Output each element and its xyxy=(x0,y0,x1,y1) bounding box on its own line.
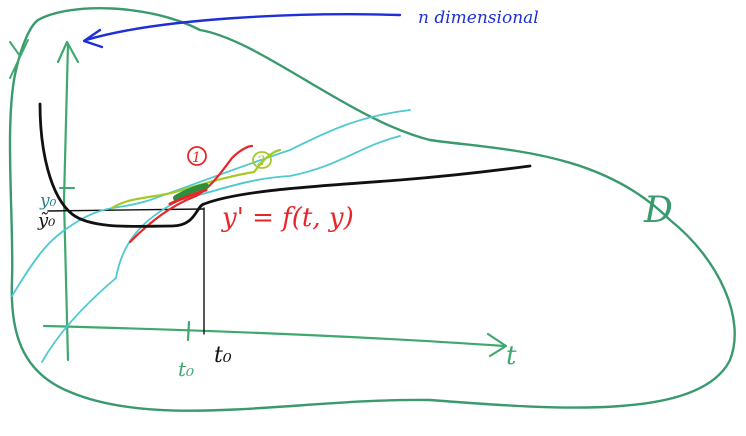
marker-1-circle xyxy=(187,146,207,166)
marker-1-label: 1 xyxy=(192,150,201,166)
red-curve xyxy=(128,144,254,244)
tangent-highlight-red xyxy=(168,188,208,206)
domain-outline xyxy=(8,6,736,412)
t0-label-green: t₀ xyxy=(178,357,194,381)
black-curve xyxy=(38,102,532,228)
t0-tick xyxy=(186,320,191,342)
annotation-arrowhead xyxy=(82,28,104,49)
ode-equation: y' = f(t, y) xyxy=(221,203,354,233)
tangent-highlight xyxy=(173,183,209,201)
annotation-arrow xyxy=(84,13,402,42)
y-axis-line xyxy=(62,42,70,362)
guide-horizontal xyxy=(47,208,205,212)
y-axis-label: y xyxy=(1,19,3,21)
t-axis-label: t xyxy=(506,341,517,371)
domain-label: D xyxy=(643,190,673,231)
t-axis-line xyxy=(42,324,506,348)
annotation-label: n dimensional xyxy=(418,8,539,28)
t-axis-arrowhead xyxy=(486,332,508,358)
marker-2-label: 2 xyxy=(256,154,265,169)
y-axis-arrowhead xyxy=(56,40,80,64)
y-axis-label-mark xyxy=(9,39,29,79)
y0-label-black: ỹ₀ xyxy=(37,210,55,231)
marker-2-circle xyxy=(252,151,272,169)
y0-label-teal: y₀ xyxy=(39,191,57,211)
t0-label-black: t₀ xyxy=(214,343,232,368)
